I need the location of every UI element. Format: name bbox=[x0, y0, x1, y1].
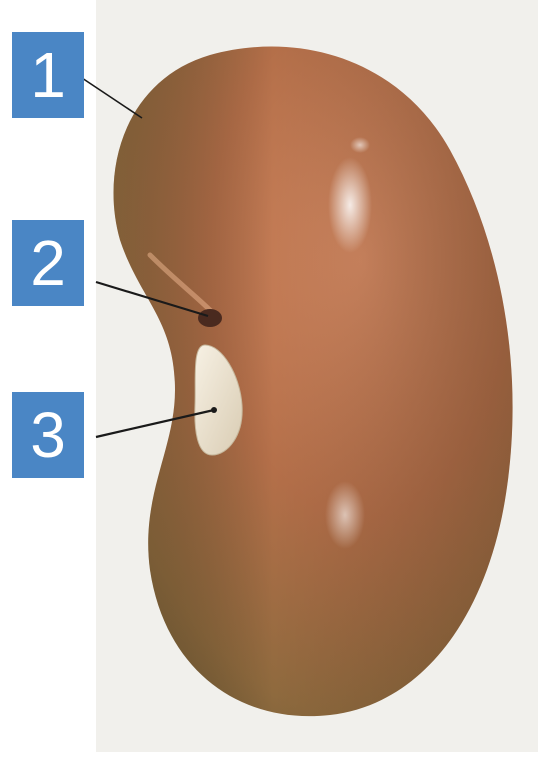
label-box-3: 3 bbox=[12, 392, 84, 478]
label-number-2: 2 bbox=[30, 231, 66, 295]
surface-highlight bbox=[350, 137, 370, 153]
surface-highlight bbox=[325, 481, 365, 549]
label-box-2: 2 bbox=[12, 220, 84, 306]
surface-highlight bbox=[328, 157, 372, 253]
label-number-1: 1 bbox=[30, 43, 66, 107]
label-box-1: 1 bbox=[12, 32, 84, 118]
micropyle-spot bbox=[198, 309, 222, 327]
label-number-3: 3 bbox=[30, 403, 66, 467]
pointer-dot-3 bbox=[211, 407, 217, 413]
